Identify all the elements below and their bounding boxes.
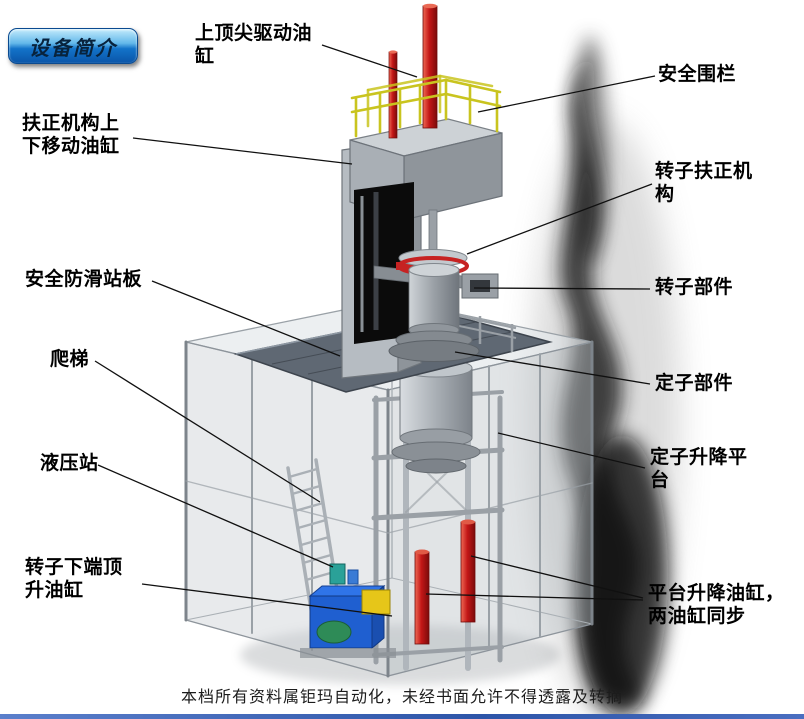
label-hydraulic-station: 液压站 xyxy=(40,453,99,474)
label-platform-lift-cylinders: 平台升降油缸，两油缸同步 xyxy=(648,583,785,628)
leader-platform-lift-b xyxy=(425,593,644,601)
platform-lift-cylinder-left xyxy=(414,549,430,645)
title-badge: 设备简介 xyxy=(8,28,138,64)
leader-rotor-straighten-mech xyxy=(466,183,653,255)
leader-top-tip-drive-cylinder xyxy=(321,44,418,78)
label-rotor-bottom-jack-cylinder: 转子下端顶升油缸 xyxy=(25,557,123,602)
leader-safety-fence xyxy=(477,75,656,113)
slide-bottom-bar xyxy=(0,714,804,719)
label-anti-slip-platform: 安全防滑站板 xyxy=(25,269,143,290)
leader-anti-slip-platform xyxy=(151,280,341,357)
label-rotor-part: 转子部件 xyxy=(655,277,734,298)
smoke-shadow xyxy=(530,35,680,719)
press-opening xyxy=(354,182,414,344)
label-safety-fence: 安全围栏 xyxy=(658,64,737,85)
label-rotor-straighten-mech: 转子扶正机构 xyxy=(655,161,753,206)
leader-stator-part xyxy=(454,351,651,385)
leader-hydraulic-station xyxy=(97,464,334,568)
leader-stator-lift-platform xyxy=(497,432,646,469)
leader-straighten-cylinder xyxy=(132,137,353,165)
label-stator-part: 定子部件 xyxy=(655,373,734,394)
confidentiality-footer: 本档所有资料属钜玛自动化，未经书面允许不得透露及转摘 xyxy=(180,689,623,706)
stator-assembly xyxy=(391,358,481,474)
label-ladder: 爬梯 xyxy=(50,349,90,370)
safety-fence-railing xyxy=(350,74,502,138)
rotor-assembly xyxy=(373,209,499,362)
leader-ladder xyxy=(94,360,321,503)
leader-platform-lift-a xyxy=(470,555,644,599)
head-box xyxy=(349,118,503,221)
platform-lift-cylinder-right xyxy=(460,519,476,623)
leader-rotor-bottom-jack xyxy=(141,583,393,617)
label-stator-lift-platform: 定子升降平台 xyxy=(650,447,748,492)
label-top-tip-drive-cylinder: 上顶尖驱动油缸 xyxy=(195,23,313,68)
label-straighten-mech-cylinder: 扶正机构上下移动油缸 xyxy=(22,113,120,158)
hydraulic-station-unit xyxy=(300,563,396,658)
leader-rotor-part xyxy=(473,287,651,290)
